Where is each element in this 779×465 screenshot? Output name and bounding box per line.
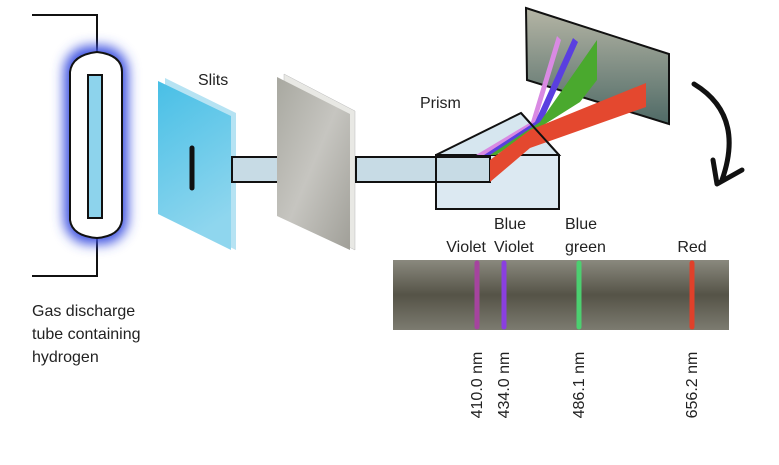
top-wire (32, 14, 98, 52)
tube-label-line: hydrogen (32, 349, 99, 366)
slits-plate (158, 78, 236, 250)
wavelength-label: 410.0 nm (469, 352, 486, 419)
wavelength-label: 656.2 nm (684, 352, 701, 419)
wavelength-label: 486.1 nm (571, 352, 588, 419)
slits-label: Slits (198, 72, 228, 89)
line-name-label: Violet (494, 239, 534, 256)
prism-label: Prism (420, 95, 461, 112)
line-name-label: Blue (494, 216, 526, 233)
tube-label: Gas discharge tube containing hydrogen (32, 303, 141, 366)
green-beam (490, 40, 597, 155)
curved-arrow-icon (691, 81, 745, 187)
line-name-label: green (565, 239, 606, 256)
bottom-wire (32, 238, 98, 277)
gas-discharge-tube (64, 46, 128, 244)
emission-spectrum-bar (393, 260, 729, 330)
second-slit-plate (277, 73, 356, 251)
line-name-label: Red (677, 239, 706, 256)
violet-beam (476, 36, 561, 155)
tube-label-line: Gas discharge (32, 303, 135, 320)
line-name-label: Blue (565, 216, 597, 233)
red-beam (490, 83, 646, 182)
line-name-label: Violet (446, 239, 486, 256)
wavelength-label: 434.0 nm (496, 352, 513, 419)
blue-beam (484, 38, 578, 155)
tube-label-line: tube containing (32, 326, 141, 343)
